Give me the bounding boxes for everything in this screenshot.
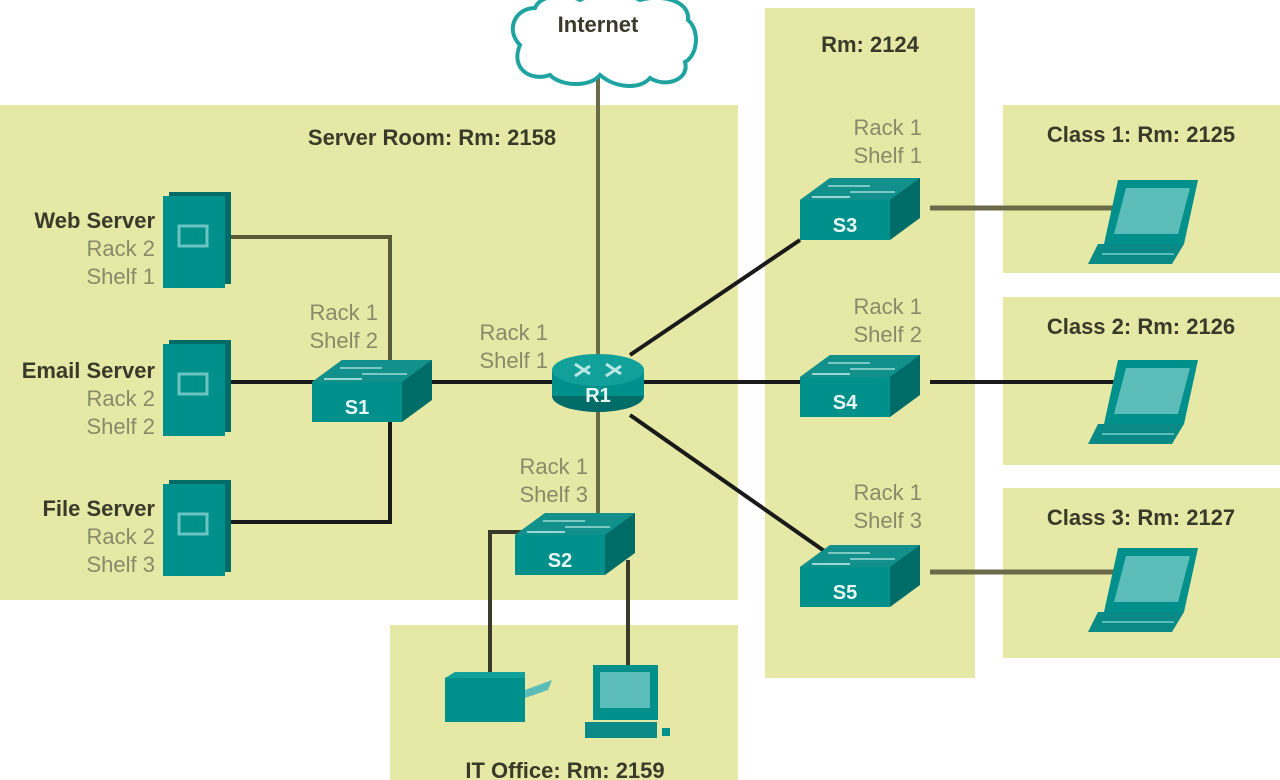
- file-server-name: File Server: [42, 496, 155, 521]
- file-server[interactable]: File Server Rack 2 Shelf 3: [42, 478, 233, 578]
- it-office-label: IT Office: Rm: 2159: [465, 758, 664, 780]
- s3-shelf: Shelf 1: [854, 143, 923, 168]
- s1-shelf: Shelf 2: [310, 328, 379, 353]
- cable-file-s1: [225, 420, 392, 524]
- s5-rack: Rack 1: [854, 480, 922, 505]
- s5-shelf: Shelf 3: [854, 508, 923, 533]
- s5-label: S5: [833, 582, 857, 604]
- switch-s5[interactable]: S5 Rack 1 Shelf 3: [799, 480, 923, 608]
- web-server[interactable]: Web Server Rack 2 Shelf 1: [34, 190, 233, 290]
- file-server-rack: Rack 2: [87, 524, 155, 549]
- cable-web-s1: [225, 235, 392, 370]
- r1-shelf: Shelf 1: [480, 348, 549, 373]
- server-icon: [161, 478, 233, 578]
- s4-label: S4: [833, 392, 858, 414]
- cable-r1-s5: [628, 413, 832, 557]
- switch-icon: [311, 359, 433, 423]
- switch-icon: [799, 177, 921, 241]
- desktop-pc-icon: [585, 665, 670, 738]
- email-server-shelf: Shelf 2: [87, 414, 156, 439]
- web-server-shelf: Shelf 1: [87, 264, 156, 289]
- s4-rack: Rack 1: [854, 294, 922, 319]
- server-icon: [161, 190, 233, 290]
- email-server-name: Email Server: [22, 358, 156, 383]
- class3-label: Class 3: Rm: 2127: [1047, 505, 1235, 530]
- switch-s4[interactable]: S4 Rack 1 Shelf 2: [799, 294, 923, 418]
- internet-label: Internet: [558, 12, 639, 37]
- s1-rack: Rack 1: [310, 300, 378, 325]
- router-r1[interactable]: R1 Rack 1 Shelf 1: [480, 320, 645, 412]
- class1-label: Class 1: Rm: 2125: [1047, 122, 1235, 147]
- s3-label: S3: [833, 215, 857, 237]
- cloud-icon: [510, 0, 698, 88]
- cable-r1-s3: [628, 238, 802, 357]
- printer[interactable]: [445, 672, 552, 722]
- s2-rack: Rack 1: [520, 454, 588, 479]
- printer-icon: [445, 672, 552, 722]
- web-server-rack: Rack 2: [87, 236, 155, 261]
- s1-label: S1: [345, 397, 369, 419]
- rm-2124-label: Rm: 2124: [821, 32, 920, 57]
- it-office-zone: [390, 625, 738, 780]
- internet-cloud[interactable]: Internet: [510, 0, 698, 88]
- s2-label: S2: [548, 550, 572, 572]
- r1-label: R1: [585, 385, 611, 407]
- switch-icon: [514, 512, 636, 576]
- s4-shelf: Shelf 2: [854, 322, 923, 347]
- desktop-pc[interactable]: [585, 665, 670, 738]
- server-room-label: Server Room: Rm: 2158: [308, 125, 556, 150]
- s3-rack: Rack 1: [854, 115, 922, 140]
- server-icon: [161, 338, 233, 438]
- web-server-name: Web Server: [34, 208, 155, 233]
- file-server-shelf: Shelf 3: [87, 552, 156, 577]
- cables: [225, 78, 1120, 678]
- s2-shelf: Shelf 3: [520, 482, 589, 507]
- switch-s1[interactable]: S1 Rack 1 Shelf 2: [310, 300, 433, 423]
- switch-s2[interactable]: S2 Rack 1 Shelf 3: [514, 454, 636, 576]
- switch-s3[interactable]: S3 Rack 1 Shelf 1: [799, 115, 923, 241]
- switch-icon: [799, 544, 921, 608]
- email-server-rack: Rack 2: [87, 386, 155, 411]
- class2-label: Class 2: Rm: 2126: [1047, 314, 1235, 339]
- cable-s2-printer: [488, 530, 525, 678]
- email-server[interactable]: Email Server Rack 2 Shelf 2: [22, 338, 233, 439]
- router-icon: [552, 354, 644, 412]
- r1-rack: Rack 1: [480, 320, 548, 345]
- switch-icon: [799, 354, 921, 418]
